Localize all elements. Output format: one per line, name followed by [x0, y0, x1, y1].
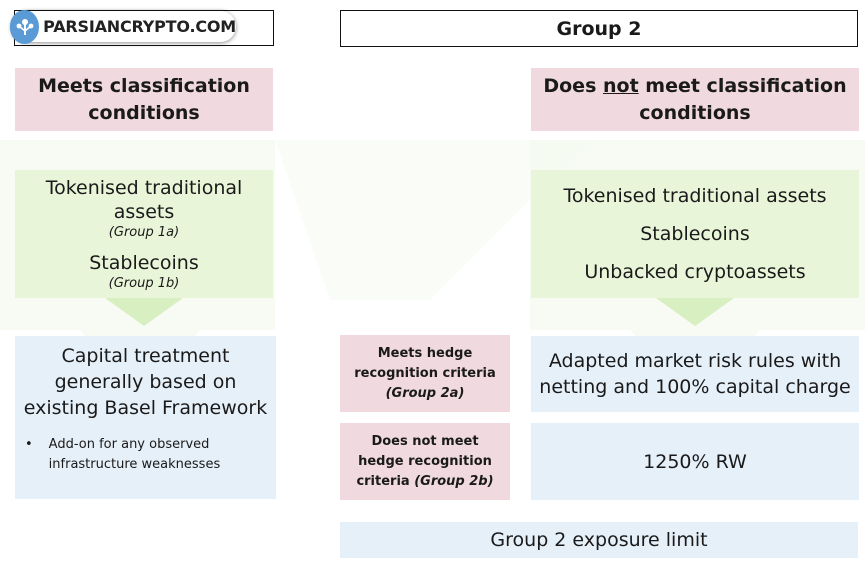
group2b-line1: Does not meet: [371, 433, 479, 449]
right-condition-box: Does not meet classification conditions: [531, 68, 859, 131]
left-treatment-line3: existing Basel Framework: [23, 397, 268, 419]
left-treatment-box: Capital treatment generally based on exi…: [15, 336, 276, 499]
right-asset-tokenised: Tokenised traditional assets: [563, 185, 827, 207]
bullet-line2: infrastructure weaknesses: [48, 457, 221, 472]
group2a-line1: Meets hedge: [377, 345, 473, 361]
left-treatment-line2: generally based on: [54, 371, 237, 393]
left-condition-line2: conditions: [88, 101, 200, 124]
group2b-tag: (Group 2b): [414, 473, 494, 489]
site-logo-overlay[interactable]: PARSIANCRYPTO.COM: [10, 9, 236, 44]
group2-header-label: Group 2: [556, 17, 642, 40]
group2-header: Group 2: [340, 10, 858, 47]
exposure-limit-label: Group 2 exposure limit: [490, 529, 708, 551]
right-asset-unbacked: Unbacked cryptoassets: [584, 261, 806, 283]
left-asset-tokenised-tag: (Group 1a): [108, 225, 180, 240]
right-asset-stablecoins: Stablecoins: [640, 223, 750, 245]
group2a-rule-line2: netting and 100% capital charge: [539, 376, 851, 398]
left-asset-tokenised: Tokenised traditional assets: [45, 177, 243, 223]
exposure-limit-box: Group 2 exposure limit: [340, 522, 858, 558]
right-down-arrow: [656, 298, 734, 326]
group2b-line3-pre: criteria: [356, 473, 415, 489]
group2b-line3: criteria (Group 2b): [356, 472, 493, 492]
bullet-line1: Add-on for any observed: [48, 437, 210, 452]
left-asset-stablecoins: Stablecoins: [89, 252, 199, 274]
right-assets-box: Tokenised traditional assets Stablecoins…: [531, 170, 859, 298]
left-treatment-line1: Capital treatment: [61, 345, 230, 367]
right-condition-post: meet classification: [638, 74, 847, 97]
left-asset-stablecoins-tag: (Group 1b): [108, 276, 180, 291]
right-condition-line2: conditions: [639, 101, 751, 124]
bullet-marker: •: [25, 437, 33, 452]
left-down-arrow: [105, 298, 183, 326]
left-treatment-bullet: • Add-on for any observed infrastructure…: [25, 435, 276, 475]
logo-tree-icon: [10, 9, 40, 44]
left-condition-box: Meets classification conditions: [15, 68, 273, 131]
left-condition-line1: Meets classification: [38, 74, 250, 97]
right-condition-pre: Does: [543, 74, 603, 97]
group2a-line2: recognition criteria: [354, 365, 496, 381]
right-condition-line1: Does not meet classification: [543, 73, 846, 100]
logo-text: PARSIANCRYPTO.COM: [43, 17, 236, 36]
group2b-rule: 1250% RW: [643, 450, 747, 473]
group2b-criteria-box: Does not meet hedge recognition criteria…: [340, 423, 510, 500]
left-assets-box: Tokenised traditional assets (Group 1a) …: [15, 170, 273, 298]
right-condition-not: not: [603, 74, 639, 97]
group2b-line2: hedge recognition: [358, 453, 492, 469]
group2a-criteria-box: Meets hedge recognition criteria (Group …: [340, 335, 510, 412]
group2b-rule-box: 1250% RW: [531, 423, 859, 500]
group2a-rule-box: Adapted market risk rules with netting a…: [531, 336, 859, 412]
group2a-rule-line1: Adapted market risk rules with: [548, 350, 842, 372]
group2a-tag: (Group 2a): [385, 385, 465, 401]
